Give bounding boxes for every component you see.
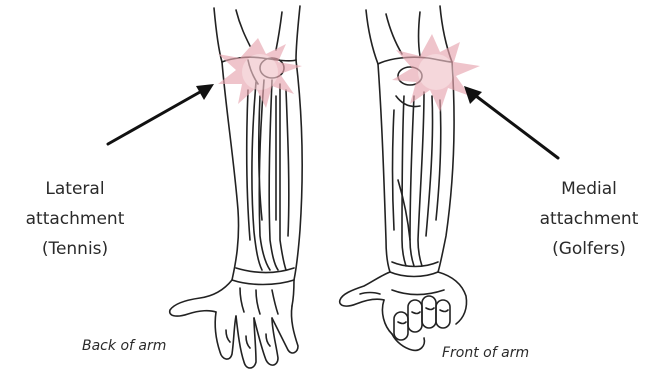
medial-label-line3: (Golfers) — [518, 234, 649, 264]
lateral-attachment-label: Lateral attachment (Tennis) — [4, 174, 146, 264]
medial-pain-highlight — [392, 34, 480, 112]
medial-label-line2: attachment — [518, 204, 649, 234]
medial-arrow — [464, 86, 558, 158]
lateral-label-line2: attachment — [4, 204, 146, 234]
medial-label-line1: Medial — [518, 174, 649, 204]
lateral-arrow — [108, 84, 214, 144]
lateral-label-line1: Lateral — [4, 174, 146, 204]
lateral-label-line3: (Tennis) — [4, 234, 146, 264]
medial-attachment-label: Medial attachment (Golfers) — [518, 174, 649, 264]
back-of-arm-caption: Back of arm — [82, 338, 166, 354]
front-of-arm-caption: Front of arm — [442, 345, 529, 361]
